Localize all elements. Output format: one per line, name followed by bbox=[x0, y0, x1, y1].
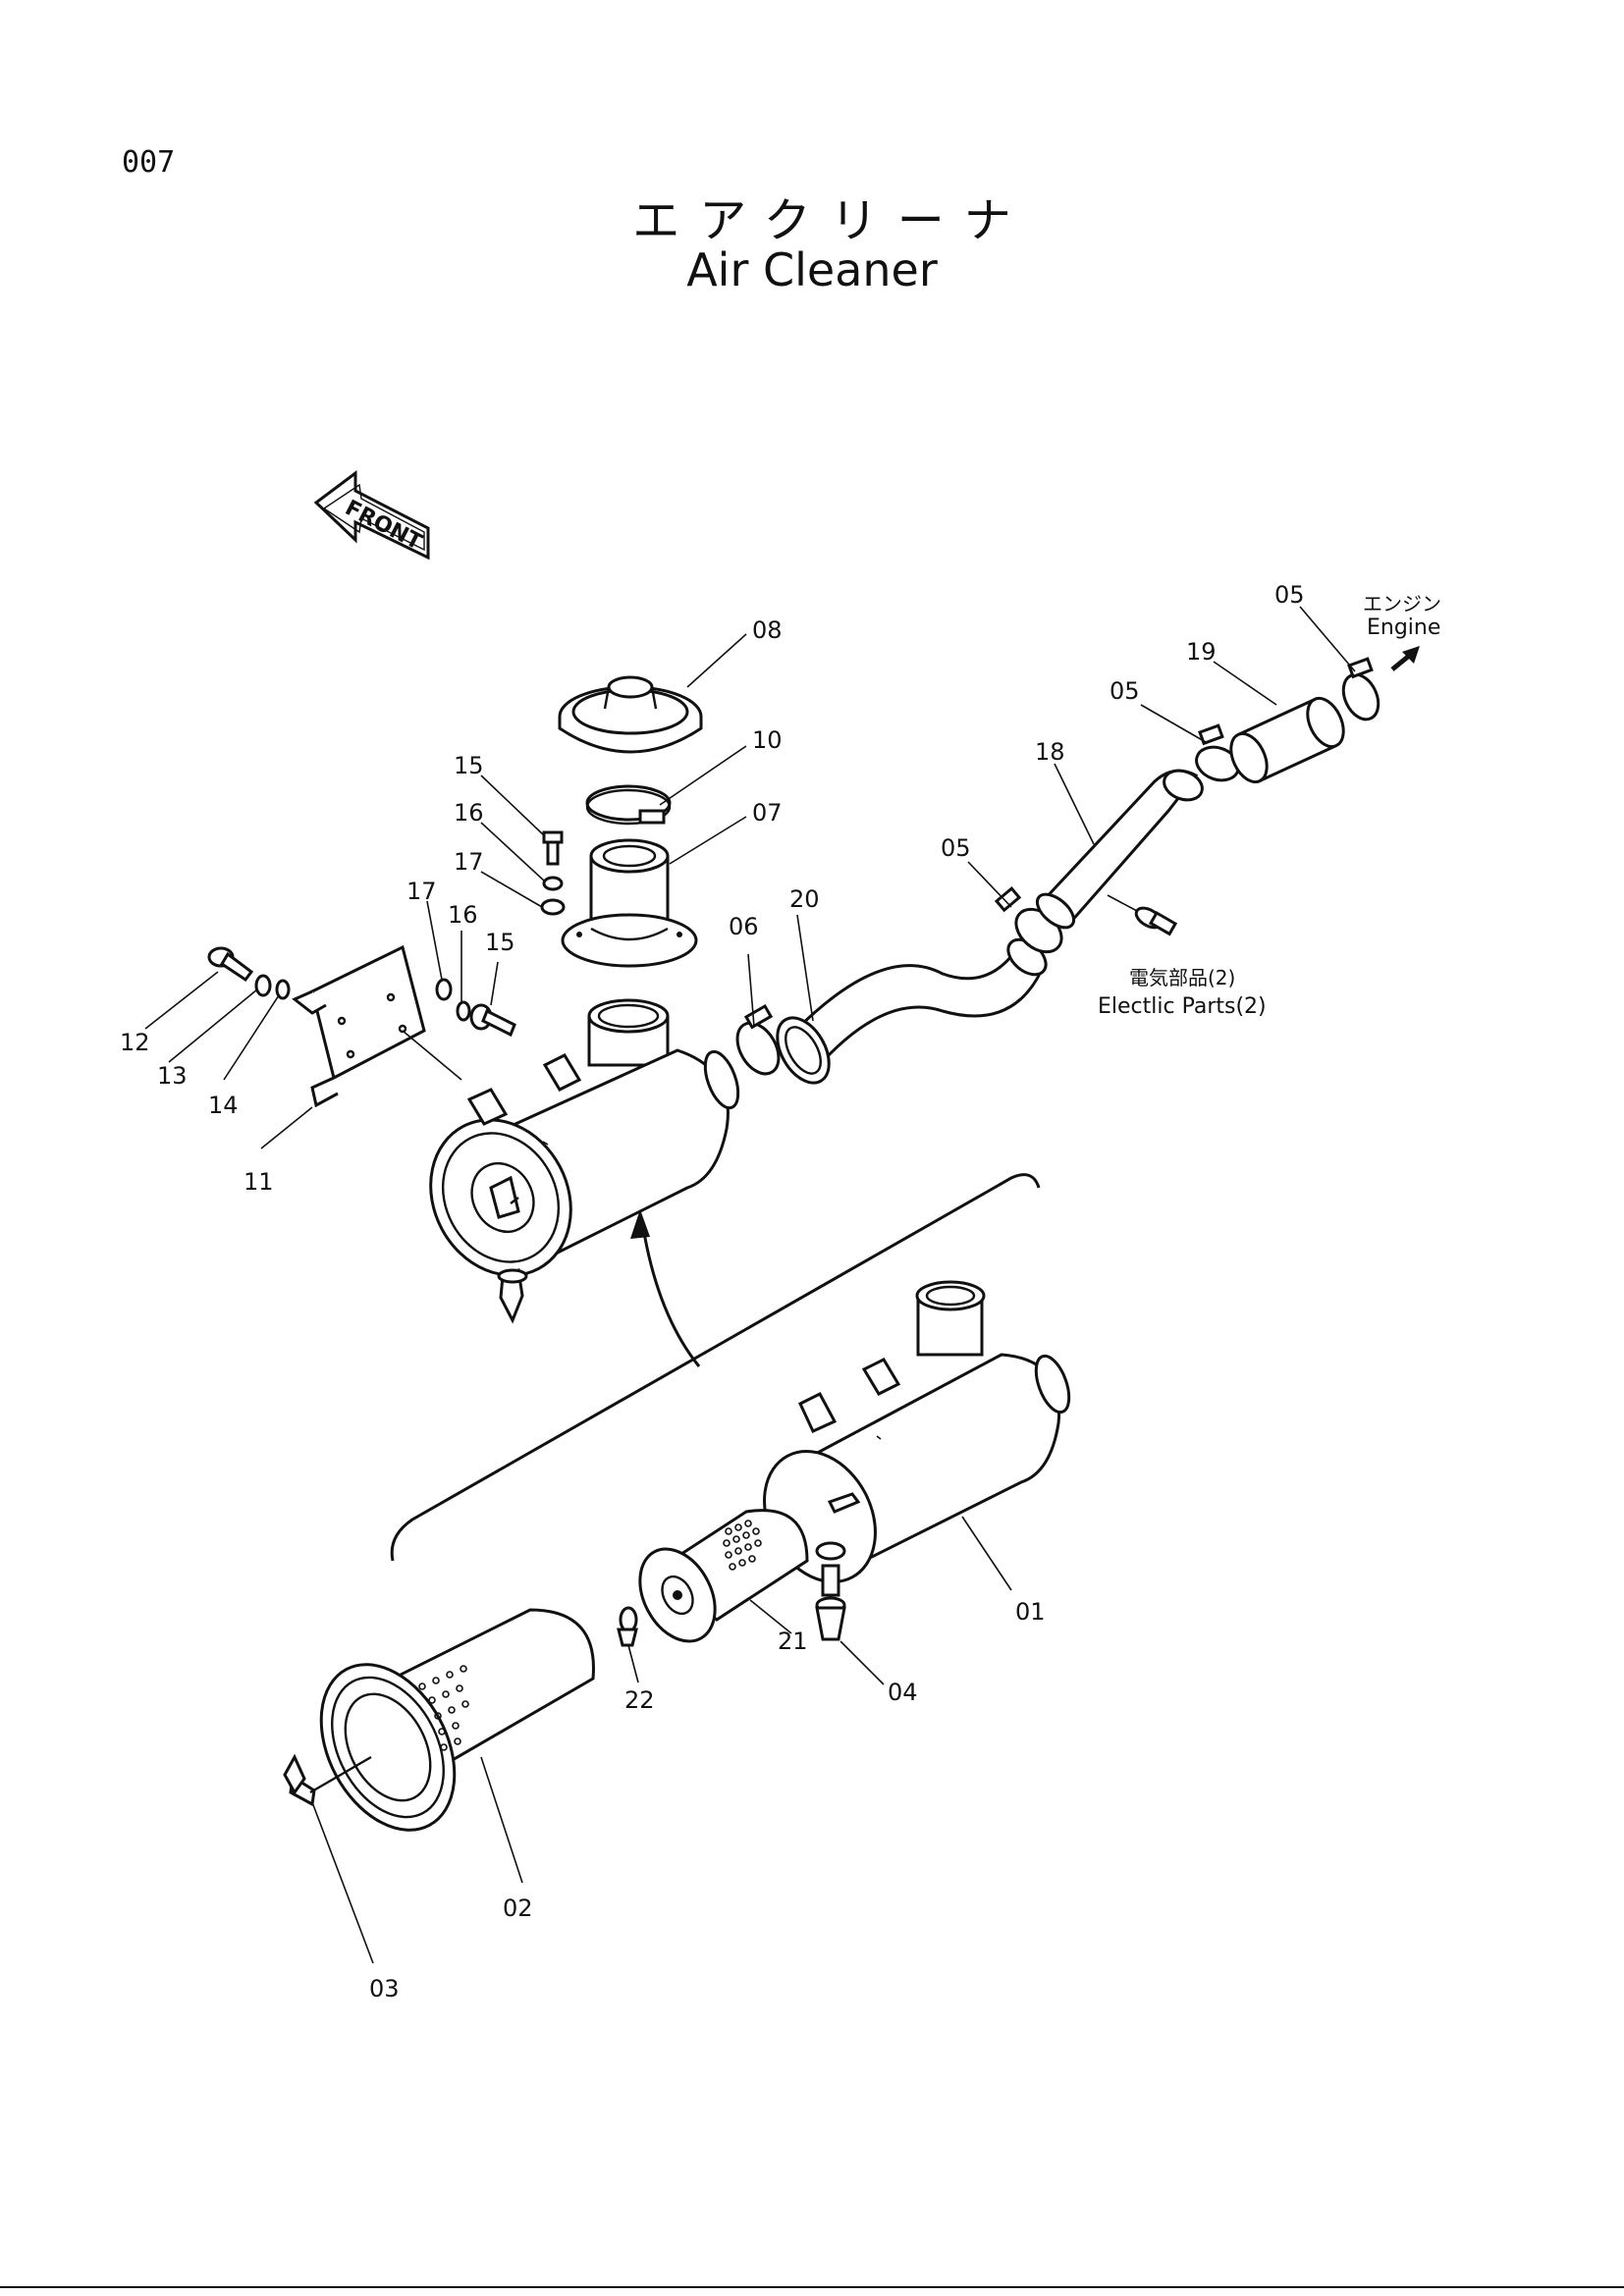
part-12-bolt bbox=[207, 946, 254, 983]
electric-parts-reference: 電気部品(2) Electlic Parts(2) bbox=[1098, 894, 1267, 1019]
part-19-hose bbox=[1229, 696, 1345, 784]
title-english: Air Cleaner bbox=[686, 243, 938, 296]
part-13-washer bbox=[254, 974, 272, 997]
callout-15-a: 15 bbox=[454, 752, 484, 779]
part-01-housing bbox=[763, 1280, 1071, 1583]
part-06-clamp bbox=[735, 1003, 781, 1076]
part-20-hose bbox=[776, 937, 1048, 1085]
callout-08: 08 bbox=[752, 616, 783, 644]
leader-lines bbox=[144, 606, 1356, 1964]
callout-04: 04 bbox=[888, 1679, 918, 1706]
callout-20: 20 bbox=[789, 885, 820, 913]
engine-label-en: Engine bbox=[1367, 615, 1440, 640]
electric-label-en: Electlic Parts(2) bbox=[1098, 994, 1267, 1019]
part-05-clamp-c bbox=[1341, 657, 1380, 721]
part-17-washer-right bbox=[435, 978, 453, 1001]
title-japanese: エアクリーナ bbox=[632, 193, 1031, 248]
part-07-pipe bbox=[561, 838, 698, 968]
perforation-pattern bbox=[723, 1520, 762, 1571]
callout-02: 02 bbox=[503, 1895, 533, 1922]
part-18-pipe bbox=[1035, 769, 1204, 930]
air-cleaner-housing-upper bbox=[429, 998, 740, 1324]
part-08-rain-cap bbox=[558, 675, 703, 754]
callout-16-a: 16 bbox=[454, 799, 484, 827]
part-15-bolt-right bbox=[469, 1003, 516, 1038]
part-21-inner-element bbox=[638, 1509, 809, 1643]
callout-12: 12 bbox=[120, 1029, 150, 1056]
part-15-bolt-top bbox=[542, 830, 564, 866]
engine-arrow-icon bbox=[1390, 646, 1420, 671]
sensor-part bbox=[1107, 894, 1178, 936]
part-05-clamp-b bbox=[1195, 723, 1240, 782]
page-number: 007 bbox=[122, 145, 176, 180]
callout-18: 18 bbox=[1035, 738, 1065, 766]
electric-label-ja: 電気部品(2) bbox=[1129, 966, 1235, 989]
part-04-valve bbox=[815, 1564, 846, 1641]
callout-14: 14 bbox=[208, 1092, 239, 1119]
callout-05-c: 05 bbox=[1274, 581, 1305, 609]
callout-01: 01 bbox=[1015, 1598, 1046, 1626]
part-02-outer-element bbox=[319, 1608, 595, 1832]
callout-19: 19 bbox=[1186, 638, 1217, 666]
callout-17-b: 17 bbox=[406, 878, 437, 905]
callout-15-b: 15 bbox=[485, 929, 515, 956]
callout-05-a: 05 bbox=[941, 834, 971, 862]
engine-direction: エンジン Engine bbox=[1363, 592, 1441, 671]
callout-06: 06 bbox=[729, 913, 759, 940]
part-10-clamp bbox=[585, 784, 672, 826]
callout-17-a: 17 bbox=[454, 848, 484, 876]
part-22-wing-nut bbox=[617, 1606, 638, 1647]
part-11-bracket bbox=[292, 944, 462, 1108]
callout-22: 22 bbox=[624, 1686, 655, 1714]
engine-label-ja: エンジン bbox=[1363, 592, 1441, 615]
front-arrow-icon: FRONT bbox=[313, 470, 430, 561]
part-16-lockwasher-top bbox=[542, 876, 564, 891]
callout-13: 13 bbox=[157, 1062, 188, 1090]
part-17-washer-top bbox=[540, 898, 566, 916]
part-16-lockwasher-right bbox=[456, 1000, 471, 1022]
perforation-pattern bbox=[418, 1665, 469, 1751]
callout-21: 21 bbox=[778, 1628, 808, 1655]
callout-labels: 01 02 03 04 05 05 05 06 07 08 10 11 12 1… bbox=[120, 581, 1305, 2002]
part-14-washer bbox=[275, 979, 291, 1000]
callout-03: 03 bbox=[369, 1975, 400, 2002]
callout-05-b: 05 bbox=[1110, 677, 1140, 705]
assembly-arrow bbox=[390, 1173, 1041, 1562]
callout-07: 07 bbox=[752, 799, 783, 827]
callout-16-b: 16 bbox=[448, 901, 478, 929]
callout-10: 10 bbox=[752, 726, 783, 754]
callout-11: 11 bbox=[244, 1168, 274, 1196]
